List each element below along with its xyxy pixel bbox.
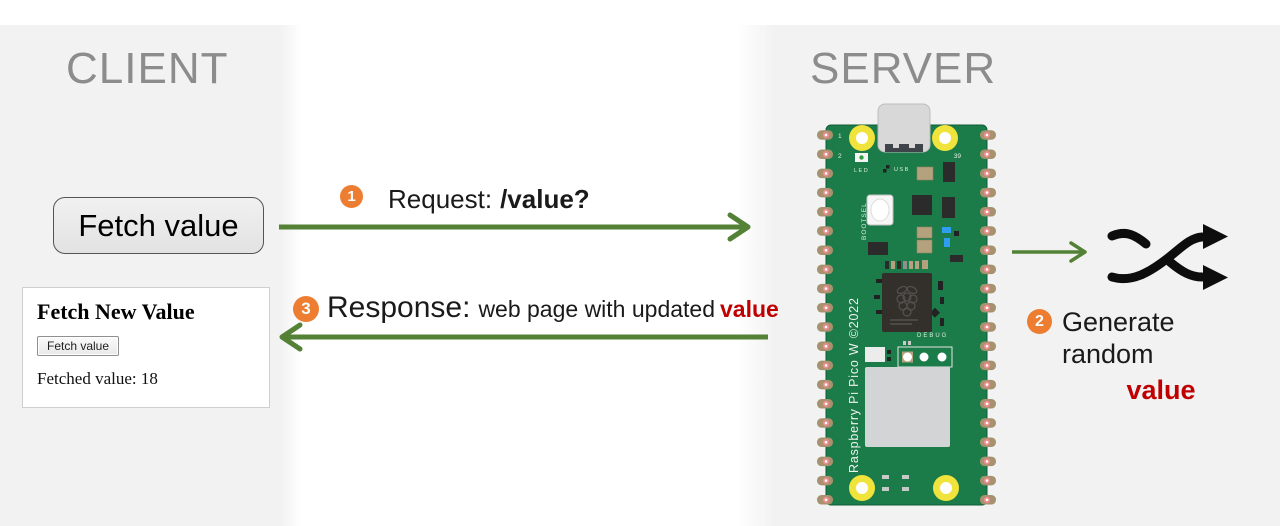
generate-label: Generate random [1062, 307, 1175, 370]
led-label: LED [854, 168, 869, 174]
response-label-text: Response: [327, 291, 471, 324]
response-arrow [279, 322, 768, 352]
response-detail: web page with updated [478, 296, 716, 322]
mockup-result-text: Fetched value: 18 [37, 369, 158, 388]
bootsel-button [866, 194, 894, 226]
fetch-value-button[interactable]: Fetch value [53, 197, 264, 254]
client-panel [0, 25, 302, 526]
request-label-text: Request: [388, 184, 493, 214]
mockup-heading: Fetch New Value [37, 299, 195, 324]
mockup-fetch-button[interactable]: Fetch value [37, 336, 120, 356]
rp2040-chip [882, 273, 932, 332]
led-indicator [855, 153, 868, 162]
generate-label-block: Generate random value [1062, 306, 1260, 406]
step1-badge: 1 [340, 185, 363, 208]
bootsel-label: BOOTSEL [861, 202, 868, 240]
step2-badge: 2 [1027, 309, 1052, 334]
response-value-highlight: value [720, 296, 779, 322]
transfer-arrow [1012, 241, 1087, 263]
wireless-module [865, 367, 950, 447]
request-endpoint: /value? [500, 184, 590, 214]
browser-mockup: Fetch New Value Fetch value Fetched valu… [22, 287, 270, 408]
step3-badge: 3 [293, 296, 319, 322]
usb-connector [877, 103, 931, 153]
server-title: SERVER [810, 44, 997, 93]
response-label: Response: web page with updated value [327, 291, 779, 325]
pin39-label: 39 [954, 153, 962, 160]
debug-label: DEBUG [917, 333, 948, 339]
debug-header [897, 346, 953, 368]
request-arrow [279, 212, 751, 242]
pin1-label: 1 [838, 133, 842, 140]
pin2-label: 2 [838, 153, 842, 160]
usb-label: USB [894, 167, 910, 173]
shuffle-icon [1107, 224, 1228, 290]
pico-board-image: 1 2 39 LED USB BOOTSEL [817, 103, 996, 506]
request-label: Request:/value? [388, 184, 590, 215]
generate-value-highlight: value [1126, 374, 1196, 405]
mounting-holes [849, 125, 959, 501]
board-title-vertical: Raspberry Pi Pico W ©2022 [847, 297, 861, 473]
client-title: CLIENT [66, 44, 229, 93]
